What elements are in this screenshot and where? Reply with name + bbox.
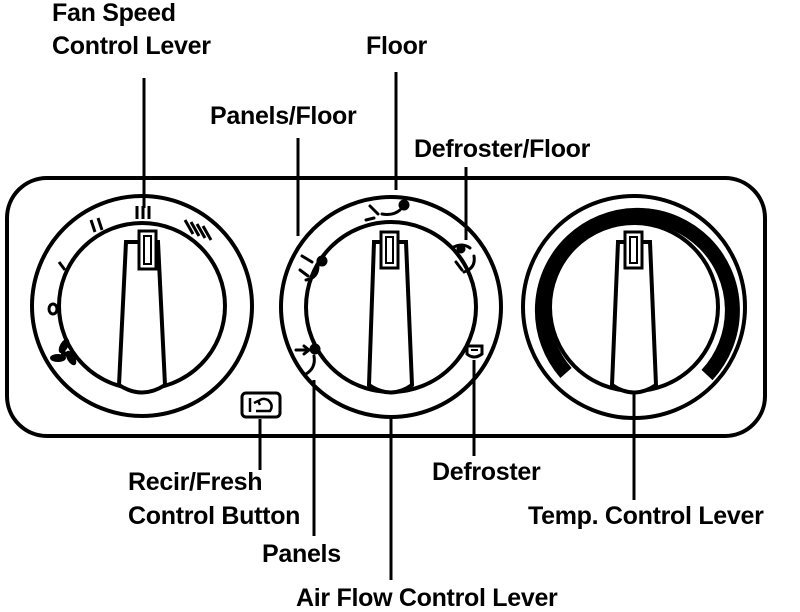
floor-icon (364, 199, 410, 222)
panels-label: Panels (262, 540, 341, 568)
temp-control-label: Temp. Control Lever (528, 502, 764, 530)
fan-speed-label-line2: Control Lever (52, 32, 211, 60)
floor-label: Floor (366, 32, 427, 60)
defroster-label: Defroster (432, 458, 541, 486)
recir-fresh-label-line2: Control Button (128, 502, 301, 530)
defroster-floor-label: Defroster/Floor (414, 135, 591, 163)
air-flow-label: Air Flow Control Lever (296, 584, 558, 612)
fan-speed-1 (57, 261, 67, 271)
recir-fresh-label-line1: Recir/Fresh (128, 468, 263, 496)
fan-speed-scale (57, 206, 213, 271)
defroster-icon (465, 344, 484, 359)
panels-vent-icon (294, 343, 321, 376)
fan-speed-2 (89, 217, 104, 233)
recir-fresh-button[interactable] (240, 391, 282, 419)
fan-speed-4 (183, 219, 213, 241)
fan-speed-off-mark (47, 302, 59, 316)
fan-speed-3 (135, 206, 151, 219)
air-flow-knob[interactable] (279, 195, 503, 419)
defroster-floor-icon (450, 243, 476, 274)
fan-icon (50, 338, 77, 366)
temp-knob[interactable] (521, 194, 747, 420)
recirculation-icon (248, 397, 273, 413)
fan-speed-knob[interactable] (30, 194, 254, 418)
leader-lines (142, 72, 636, 580)
fan-speed-label-line1: Fan Speed (52, 0, 176, 27)
panels-floor-label: Panels/Floor (210, 102, 357, 130)
panels-floor-icon (298, 254, 328, 282)
